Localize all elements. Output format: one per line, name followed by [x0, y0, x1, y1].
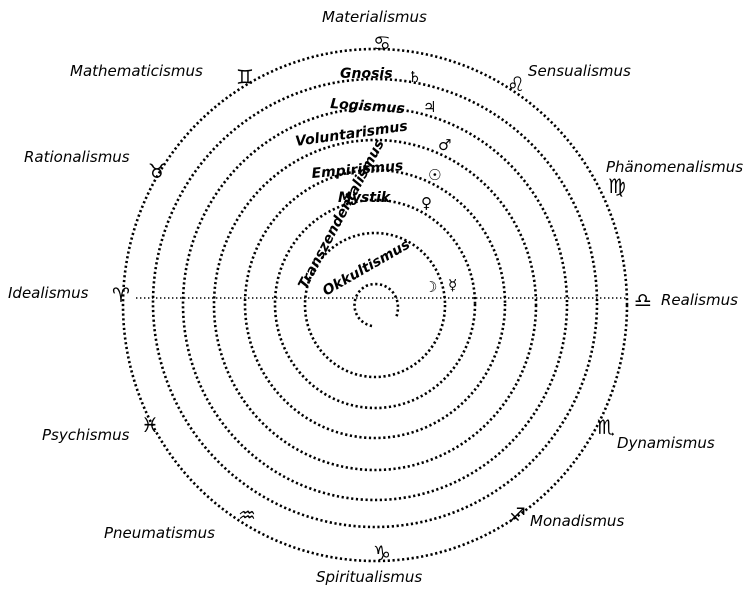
outer-labels: Materialismus ♋ Sensualismus ♌ Phänomena…	[8, 8, 743, 586]
jupiter-icon: ♃	[423, 98, 436, 116]
label-rationalismus: Rationalismus	[24, 148, 130, 166]
capricorn-icon: ♑	[373, 541, 391, 565]
label-monadismus: Monadismus	[530, 512, 624, 530]
ring-4	[212, 138, 538, 472]
taurus-icon: ♉	[148, 159, 166, 183]
ring-6	[273, 198, 477, 410]
ring-2	[151, 77, 599, 529]
leo-icon: ♌	[507, 72, 525, 96]
mars-icon: ♂	[438, 136, 451, 154]
ring-5	[243, 168, 507, 440]
saturn-icon: ♄	[408, 68, 421, 86]
label-voluntarismus: Voluntarismus	[294, 118, 408, 150]
label-phaenomenalismus: Phänomenalismus	[606, 158, 743, 176]
label-mystik: Mystik	[338, 190, 392, 206]
aquarius-icon: ♒	[238, 503, 256, 527]
libra-icon: ♎	[634, 288, 652, 312]
sun-icon: ☉	[428, 166, 441, 184]
pisces-icon: ♓	[141, 413, 159, 437]
label-empirismus: Empirismus	[311, 158, 404, 182]
label-spiritualismus: Spiritualismus	[316, 568, 422, 586]
label-materialismus: Materialismus	[322, 8, 427, 26]
venus-icon: ♀	[421, 194, 432, 212]
spiral-center	[353, 282, 400, 328]
ring-3	[181, 106, 569, 502]
gemini-icon: ♊	[236, 65, 254, 89]
scorpio-icon: ♏	[597, 415, 615, 439]
ring-1	[121, 47, 629, 563]
label-sensualismus: Sensualismus	[528, 62, 631, 80]
spiral-rings	[121, 47, 629, 563]
ring-7	[303, 231, 447, 379]
moon-icon: ☽	[424, 278, 437, 296]
label-okkultismus: Okkultismus	[320, 237, 413, 300]
label-gnosis: Gnosis	[340, 66, 393, 82]
label-logismus: Logismus	[330, 96, 406, 117]
cancer-icon: ♋	[373, 31, 391, 55]
label-mathematicismus: Mathematicismus	[70, 62, 203, 80]
label-pneumatismus: Pneumatismus	[104, 524, 215, 542]
label-psychismus: Psychismus	[42, 426, 130, 444]
mercury-icon: ☿	[448, 276, 457, 294]
label-realismus: Realismus	[661, 291, 738, 309]
sagittarius-icon: ♐	[508, 503, 526, 527]
aries-icon: ♈	[112, 283, 130, 307]
label-dynamismus: Dynamismus	[617, 434, 715, 452]
virgo-icon: ♍	[608, 174, 626, 198]
label-idealismus: Idealismus	[8, 284, 89, 302]
